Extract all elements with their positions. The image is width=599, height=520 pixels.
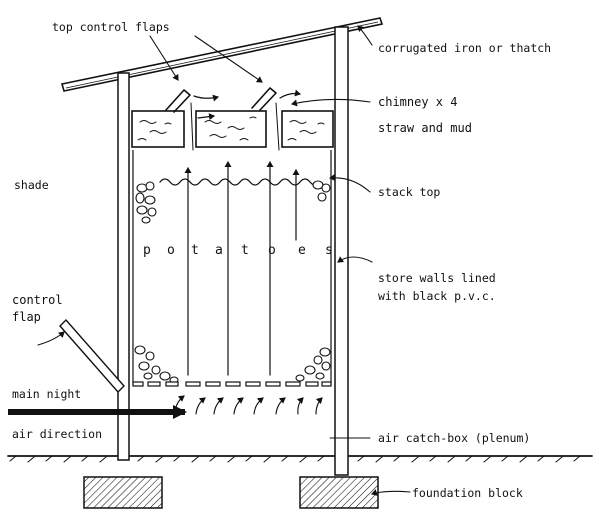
label-control-flap-2: flap [12, 310, 41, 324]
potatoes-label: p o t a t o e s [143, 243, 333, 258]
chimney-flaps [165, 87, 280, 151]
label-control-flap-1: control [12, 293, 63, 307]
stack-top-line [159, 178, 321, 186]
upward-airflow-arrows [184, 161, 300, 376]
label-foundation: foundation block [412, 486, 523, 500]
chimney-exhaust-arrows [193, 89, 301, 121]
straw-mud-layer [131, 110, 334, 148]
potatoes-letter: e [298, 243, 306, 258]
potatoes-letter: s [325, 243, 333, 258]
potatoes-letter: t [191, 243, 199, 258]
foundation-blocks [83, 476, 379, 509]
label-chimney: chimney x 4 [378, 95, 457, 109]
slatted-floor [132, 381, 332, 387]
control-flap [59, 318, 125, 394]
label-top-control-flaps: top control flaps [52, 20, 170, 34]
label-main-night: main night [12, 387, 81, 401]
potatoes-letter: o [167, 243, 175, 258]
potatoes-letter: o [268, 243, 276, 258]
potatoes-letter: a [215, 243, 223, 258]
label-store-walls-1: store walls lined [378, 271, 496, 285]
potatoes-letter: t [241, 243, 249, 258]
label-air-catch-box: air catch-box (plenum) [378, 431, 530, 445]
store-walls [117, 26, 349, 476]
label-shade: shade [14, 178, 49, 192]
potato-clusters [134, 180, 331, 384]
label-straw-mud: straw and mud [378, 121, 472, 135]
potatoes-letter: p [143, 243, 151, 258]
plenum-airflow-arrows [174, 395, 323, 415]
label-stack-top: stack top [378, 185, 440, 199]
leader-lines [37, 25, 411, 496]
label-store-walls-2: with black p.v.c. [378, 289, 496, 303]
label-air-direction: air direction [12, 427, 102, 441]
label-roof: corrugated iron or thatch [378, 41, 551, 55]
ground [7, 455, 593, 463]
